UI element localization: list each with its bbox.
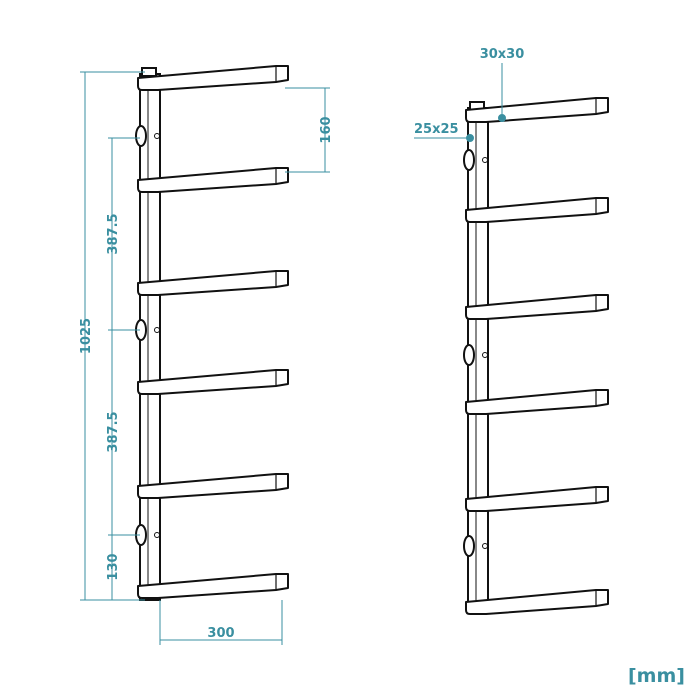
shelf-arm — [137, 65, 289, 91]
unit-label: [mm] — [628, 665, 685, 687]
shelf-arm-edge — [485, 198, 597, 223]
dim-top-spacing: 160 — [319, 116, 334, 143]
bolt — [154, 532, 160, 538]
shelf-arm-edge — [157, 168, 277, 193]
shelf-arm-edge — [485, 390, 597, 415]
shelf-arm-edge — [485, 590, 597, 615]
bolt — [154, 133, 160, 139]
bolt — [482, 543, 488, 549]
shelf-arm — [137, 369, 289, 395]
shelf-arm-edge — [157, 271, 277, 296]
front-view-drawing — [135, 65, 289, 601]
mounting-bracket — [463, 149, 475, 171]
dim-arm-length: 300 — [207, 626, 234, 641]
dim-upright-profile: 25x25 — [414, 122, 459, 137]
bolt — [482, 157, 488, 163]
shelf-arm — [137, 573, 289, 599]
dim-total-height: 1025 — [79, 318, 94, 354]
shelf-arm — [465, 589, 609, 615]
shelf-arm-edge — [157, 474, 277, 499]
perspective-view-drawing — [463, 97, 609, 615]
shelf-arm — [137, 270, 289, 296]
shelf-arm-edge — [157, 574, 277, 599]
mounting-bracket — [135, 125, 147, 147]
dimension-lines — [80, 63, 506, 645]
dim-bottom-offset: 130 — [106, 553, 121, 580]
shelf-arm-edge — [485, 487, 597, 512]
dim-upper-spacing: 387.5 — [106, 213, 121, 254]
shelf-arm-edge — [157, 66, 277, 91]
shelf-arm — [465, 197, 609, 223]
dim-arm-profile: 30x30 — [480, 47, 525, 62]
shelf-arm — [465, 486, 609, 512]
shelf-arm — [137, 167, 289, 193]
shelf-arm — [137, 473, 289, 499]
dim-lower-spacing: 387.5 — [106, 411, 121, 452]
bolt — [482, 352, 488, 358]
shelf-arm — [465, 294, 609, 320]
bolt — [154, 327, 160, 333]
shelf-arm-edge — [157, 370, 277, 395]
shelf-arm — [465, 389, 609, 415]
mounting-bracket — [463, 344, 475, 366]
shelf-arm-edge — [485, 295, 597, 320]
mounting-bracket — [463, 535, 475, 557]
